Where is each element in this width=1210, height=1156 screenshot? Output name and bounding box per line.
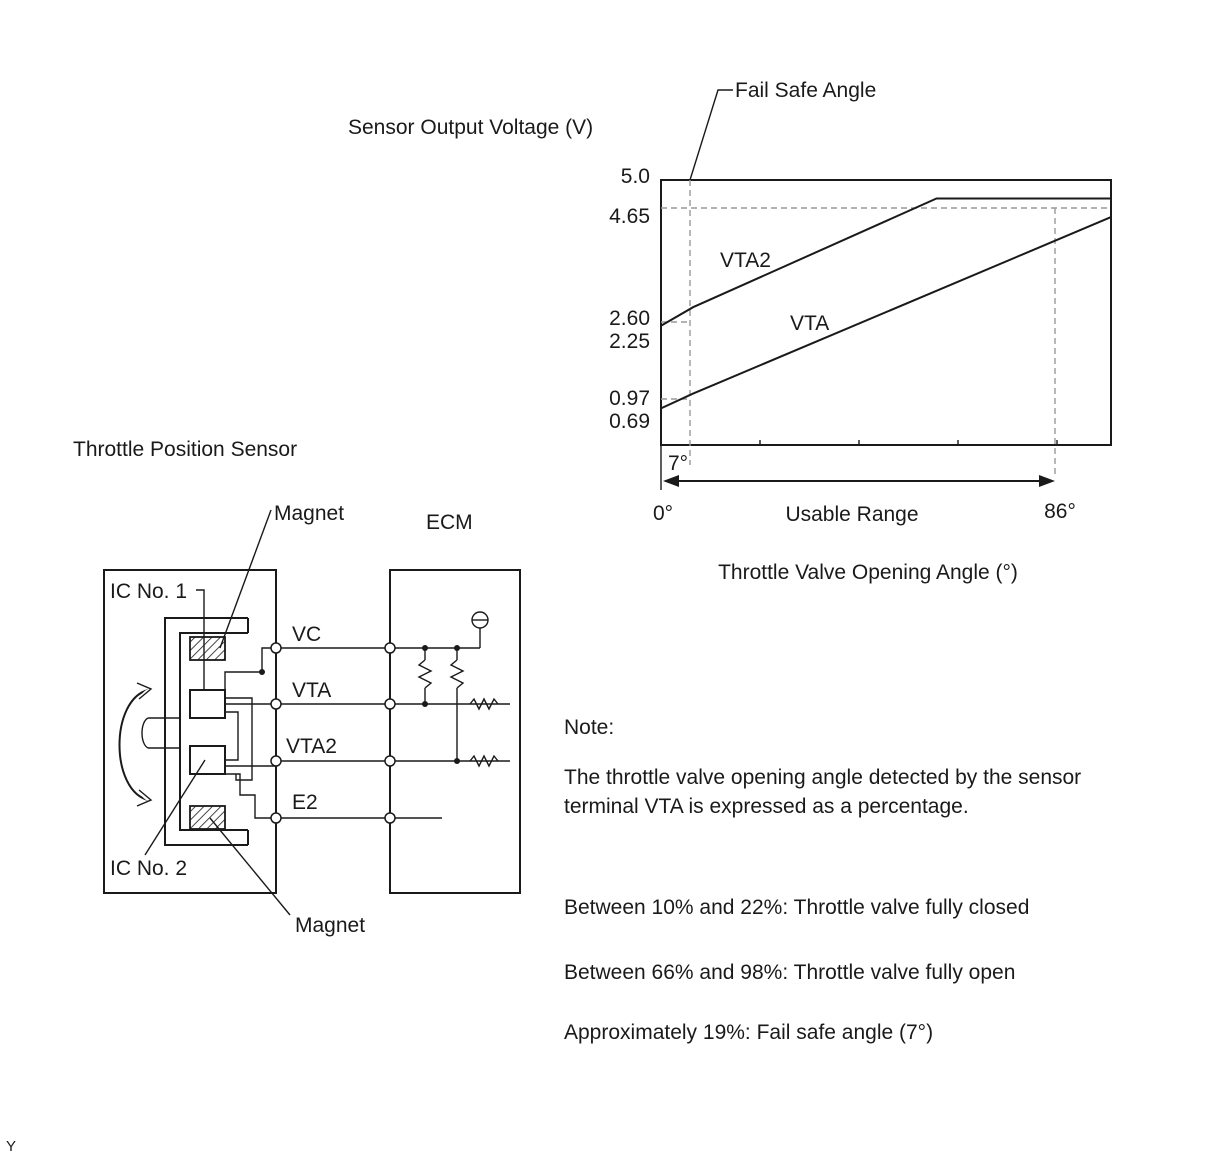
note-line-1: The throttle valve opening angle detecte… [564,766,1081,789]
ecm-internal-circuit [390,611,510,819]
magnet-label-bottom: Magnet [295,914,365,937]
y-tick-label: 0.69 [609,410,650,433]
ic1-chip [189,689,226,719]
series-line-vta [660,216,1112,410]
usable-range-label: Usable Range [785,503,918,526]
ecm-label: ECM [426,511,473,534]
y-tick-label: 0.97 [609,387,650,410]
arrowhead-left [663,475,679,487]
x-minor-ticks [759,440,1058,445]
ecm-node-vta [384,698,396,710]
note-block: Note: The throttle valve opening angle d… [564,716,1081,1044]
ic1-leader [196,589,205,690]
x-tick-label-0: 0° [653,502,673,525]
x-tick-label-7: 7° [668,452,688,475]
yoke-outer [164,617,248,846]
ecm-node-e2 [384,812,396,824]
y-tick-label: 2.60 [609,307,650,330]
sensor-node-vta2 [270,755,282,767]
sensor-housing [103,569,277,894]
ic1-label: IC No. 1 [110,580,187,603]
fail-safe-leader-line [689,89,733,181]
magnet-bottom [189,805,226,830]
plot-frame [660,179,1112,446]
magnet-top [189,636,226,661]
ic2-label: IC No. 2 [110,857,187,880]
sensor-title: Throttle Position Sensor [73,438,297,461]
chart-title: Sensor Output Voltage (V) [348,116,593,139]
terminal-vta: VTA [292,679,331,702]
series-layer [660,197,1112,410]
magnet-label-top: Magnet [274,502,344,525]
ecm-node-vta2 [384,755,396,767]
series-label-vta: VTA [790,312,829,335]
series-label-vta2: VTA2 [720,249,771,272]
note-item-open: Between 66% and 98%: Throttle valve full… [564,961,1015,984]
sensor-node-vta [270,698,282,710]
note-item-closed: Between 10% and 22%: Throttle valve full… [564,896,1029,919]
ecm-housing [389,569,521,894]
ic-wiring [224,647,276,819]
ic2-leader [144,759,206,856]
corner-mark: Y [6,1138,16,1155]
circuit-diagram: Throttle Position Sensor Magnet ECM IC N… [73,438,521,937]
sensor-node-e2 [270,812,282,824]
note-heading: Note: [564,716,614,739]
x-axis-title: Throttle Valve Opening Angle (°) [718,561,1018,584]
series-line-vta2 [660,197,1111,327]
terminal-vta2: VTA2 [286,735,337,758]
fail-safe-annotation: Fail Safe Angle [735,79,876,102]
rotation-arrow-icon [118,682,180,807]
x-tick-label-86: 86° [1044,500,1076,523]
note-item-failsafe: Approximately 19%: Fail safe angle (7°) [564,1021,933,1044]
y-tick-label: 2.25 [609,330,650,353]
ecm-node-vc [384,642,396,654]
y-tick-label: 5.0 [621,165,650,188]
terminal-e2: E2 [292,791,318,814]
voltage-chart: Sensor Output Voltage (V) Fail Safe Angl… [348,79,1112,584]
sensor-node-vc [270,642,282,654]
magnet-top-leader [219,509,272,649]
terminal-vc: VC [292,623,321,646]
ic2-chip [189,745,226,775]
yoke-inner [179,632,248,831]
arrowhead-right [1039,475,1055,487]
note-line-2: terminal VTA is expressed as a percentag… [564,795,969,818]
y-tick-label: 4.65 [609,205,650,228]
magnet-bottom-leader [209,817,291,916]
